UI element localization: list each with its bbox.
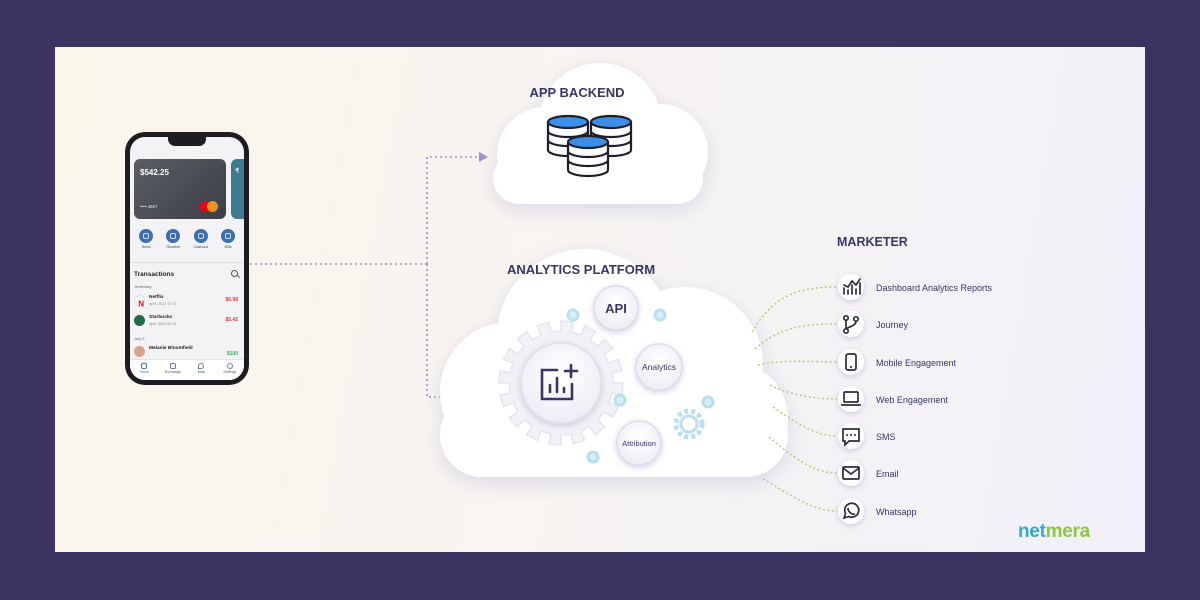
svg-text:Dashboard Analytics Reports: Dashboard Analytics Reports	[876, 283, 993, 293]
bar-chart-icon	[843, 278, 861, 295]
transaction-date: April, 2022 09:13	[149, 322, 177, 326]
laptop-icon	[841, 391, 861, 406]
svg-text:SMS: SMS	[876, 432, 896, 442]
cashout-icon	[193, 229, 208, 243]
mastercard-icon	[200, 201, 218, 212]
transaction-date: April, 2022 17:23	[149, 302, 177, 306]
action-send[interactable]: Send	[134, 229, 158, 249]
svg-text:Email: Email	[876, 469, 899, 479]
analytics-title: ANALYTICS PLATFORM	[507, 262, 655, 277]
whatsapp-icon	[842, 502, 860, 520]
tab-label: Home	[139, 370, 150, 374]
action-cashout[interactable]: Cashout	[189, 229, 213, 249]
marketer-item-dashboard: Dashboard Analytics Reports	[838, 274, 993, 300]
netflix-icon: N	[134, 295, 145, 309]
action-label: Send	[141, 245, 151, 249]
bills-icon	[220, 229, 235, 243]
decor-dots	[566, 308, 715, 464]
svg-text:Web Engagement: Web Engagement	[876, 395, 948, 405]
backend-title: APP BACKEND	[529, 85, 624, 100]
svg-text:Analytics: Analytics	[642, 362, 676, 372]
tab-settings[interactable]: Settings	[217, 360, 243, 380]
phone-screen: $542.25 •••• 4567 ₹ Send Receive Cashout…	[130, 137, 244, 380]
node-api: API	[593, 285, 639, 331]
svg-text:Whatsapp: Whatsapp	[876, 507, 917, 517]
svg-text:Journey: Journey	[876, 320, 909, 330]
action-bills[interactable]: Bills	[216, 229, 240, 249]
transaction-amount: $100	[226, 351, 238, 357]
transaction-name: Melanie Bloomfield	[149, 346, 193, 351]
action-receive[interactable]: Receive	[161, 229, 185, 249]
phone-mockup: $542.25 •••• 4567 ₹ Send Receive Cashout…	[125, 132, 249, 385]
tab-exchange[interactable]: Exchange	[160, 360, 186, 380]
marketer-item-journey: Journey	[838, 311, 909, 337]
starbucks-icon	[134, 315, 145, 326]
avatar	[134, 346, 145, 357]
action-label: Cashout	[193, 245, 208, 249]
day-label: Yesterday	[134, 284, 152, 289]
architecture-diagram: APP BACKEND ANALYTICS PLATFORM	[245, 63, 993, 524]
database-icon	[546, 114, 633, 178]
tab-bar: Home Exchange Map Settings	[130, 359, 244, 380]
sms-chat-icon	[842, 428, 860, 448]
svg-text:N: N	[138, 300, 144, 309]
marketer-item-web: Web Engagement	[838, 386, 948, 412]
svg-text:Attribution: Attribution	[622, 439, 656, 448]
logo-part-mera: mera	[1045, 521, 1091, 542]
phone-notch	[168, 137, 206, 146]
tab-label: Settings	[223, 370, 237, 374]
tab-home[interactable]: Home	[131, 360, 157, 380]
marketer-item-email: Email	[838, 460, 899, 486]
map-pin-icon	[198, 363, 205, 369]
balance-card[interactable]: $542.25 •••• 4567	[134, 159, 226, 219]
diagram-canvas: APP BACKEND ANALYTICS PLATFORM	[55, 47, 1145, 552]
email-envelope-icon	[842, 466, 860, 480]
divider	[130, 262, 244, 263]
transaction-amount: $6.98	[225, 297, 238, 303]
action-label: Receive	[166, 245, 181, 249]
node-attribution: Attribution	[616, 420, 662, 466]
analytics-chart-icon	[540, 363, 579, 401]
card-balance: $542.25	[140, 168, 169, 177]
logo-part-net: net	[1018, 521, 1046, 542]
receive-icon	[166, 229, 181, 243]
secondary-card[interactable]: ₹	[231, 159, 244, 219]
marketer-title: MARKETER	[837, 235, 908, 249]
tab-map[interactable]: Map	[188, 360, 214, 380]
node-analytics: Analytics	[635, 343, 683, 391]
svg-text:Mobile Engagement: Mobile Engagement	[876, 358, 957, 368]
home-icon	[141, 363, 148, 369]
transaction-row[interactable]: Melanie Bloomfield $100	[134, 345, 240, 359]
arrow-to-backend	[479, 152, 488, 162]
svg-text:API: API	[605, 301, 627, 316]
transaction-row[interactable]: N Netflix April, 2022 17:23 $6.98	[134, 294, 240, 309]
marketer-item-sms: SMS	[838, 423, 896, 449]
send-icon	[139, 229, 153, 243]
quick-actions: Send Receive Cashout Bills	[134, 229, 240, 249]
search-icon[interactable]	[231, 270, 238, 277]
transaction-amount: $5.42	[225, 317, 238, 323]
transactions-title: Transactions	[134, 271, 175, 278]
day-label: July 5	[134, 336, 145, 341]
phone-connectors	[245, 156, 479, 398]
small-gear-icon	[673, 408, 705, 440]
marketer-connectors	[751, 286, 838, 512]
action-label: Bills	[224, 245, 232, 249]
journey-branch-icon	[842, 314, 860, 335]
netmera-logo: netmera	[1018, 521, 1090, 543]
gear-icon	[226, 363, 233, 369]
backend-cloud	[493, 63, 708, 204]
exchange-icon	[169, 363, 176, 369]
marketer-item-whatsapp: Whatsapp	[838, 498, 917, 524]
marketer-item-mobile: Mobile Engagement	[838, 349, 957, 375]
tab-label: Exchange	[164, 370, 181, 374]
analytics-center-node	[520, 342, 602, 424]
transaction-row[interactable]: Starbucks April, 2022 09:13 $5.42	[134, 314, 240, 328]
card2-symbol: ₹	[235, 168, 240, 175]
transaction-name: Starbucks	[149, 315, 173, 320]
tab-label: Map	[197, 370, 205, 374]
mobile-phone-icon	[845, 353, 857, 371]
transaction-name: Netflix	[149, 295, 164, 300]
card-number: •••• 4567	[140, 204, 158, 209]
